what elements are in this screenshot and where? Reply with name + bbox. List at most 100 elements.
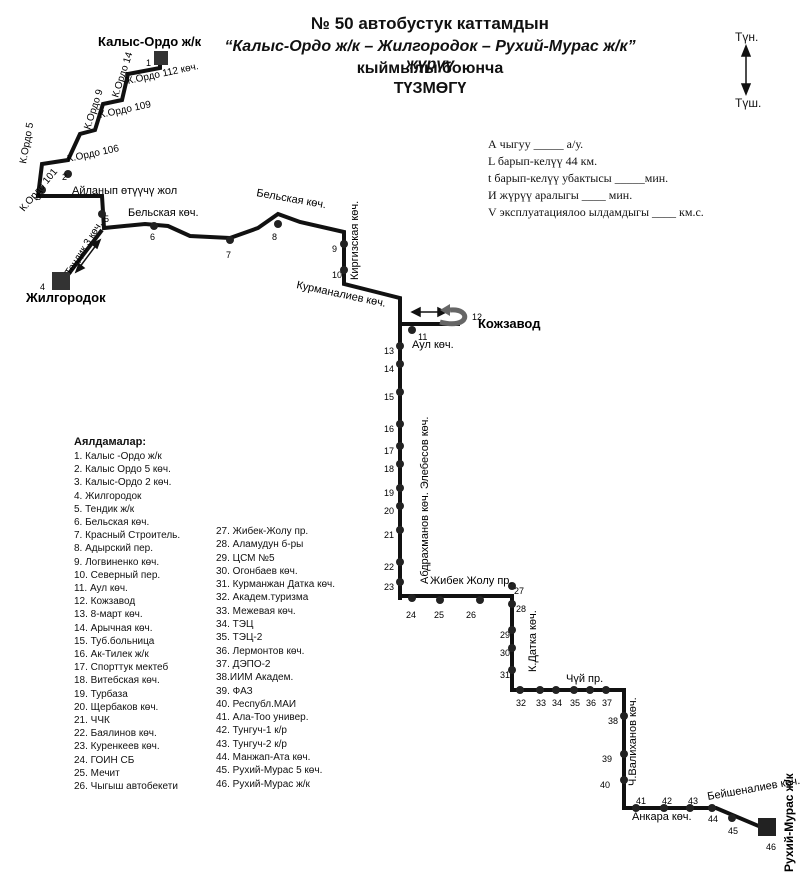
stop-marker — [226, 236, 234, 244]
stop-list-item: 46. Рухий-Мурас ж/к — [216, 778, 310, 790]
stop-marker — [396, 342, 404, 350]
stop-marker — [396, 502, 404, 510]
compass-south-label: Түш. — [735, 96, 762, 110]
stop-number-label: 4 — [40, 282, 45, 292]
stop-list-item: 14. Арычная көч. — [74, 622, 153, 634]
street-elebesov: Абдрахманов көч. Элебесов көч. — [419, 417, 431, 584]
stop-list-item: 8. Адырский пер. — [74, 543, 154, 555]
stop-number-label: 12 — [472, 312, 482, 322]
stop-marker — [508, 582, 516, 590]
stop-number-label: 6 — [150, 232, 155, 242]
info-line-1: А чыгуу _____ а/у. — [488, 137, 584, 151]
stop-number-label: 46 — [766, 842, 776, 852]
stop-number-label: 41 — [636, 796, 646, 806]
stop-number-label: 27 — [514, 586, 524, 596]
stop-number-label: 8 — [272, 232, 277, 242]
stop-list-item: 43. Тунгуч-2 к/р — [216, 738, 287, 750]
stop-number-label: 20 — [384, 506, 394, 516]
compass-arrow-icon — [740, 43, 752, 97]
stop-number-label: 42 — [662, 796, 672, 806]
stop-marker — [570, 686, 578, 694]
direction-arrow-icon — [74, 238, 102, 274]
place-kozhzavod: Кожзавод — [478, 316, 541, 331]
stop-marker — [396, 388, 404, 396]
stop-list-item: 42. Тунгуч-1 к/р — [216, 725, 287, 737]
stop-number-label: 13 — [384, 346, 394, 356]
stop-number-label: 23 — [384, 582, 394, 592]
stop-marker — [620, 712, 628, 720]
stop-list-item: 26. Чыгыш автобекети — [74, 781, 178, 793]
stop-marker — [396, 526, 404, 534]
street-ankara: Анкара көч. — [632, 811, 692, 823]
stop-list-item: 29. ЦСМ №5 — [216, 552, 275, 564]
stop-list-item: 17. Спорттук мектеб — [74, 662, 169, 674]
street-belskaya-2: Бельская көч. — [255, 187, 327, 211]
stop-list-item: 16. Ак-Тилек ж/к — [74, 649, 149, 661]
street-k-ordo-5: К.Ордо 5 — [18, 121, 36, 164]
stop-list-item: 4. Жилгородок — [74, 490, 142, 502]
stop-number-label: 17 — [384, 446, 394, 456]
street-aul: Аул көч. — [412, 339, 454, 351]
stop-list-item: 1. Калыс -Ордо ж/к — [74, 451, 162, 462]
stop-number-label: 22 — [384, 562, 394, 572]
terminal-kalys-ordo — [154, 51, 168, 65]
stop-marker — [660, 804, 668, 812]
stop-marker — [396, 460, 404, 468]
street-ailanyp: Айланып өтүүчү жол — [72, 185, 177, 197]
stop-marker — [396, 360, 404, 368]
stop-number-label: 25 — [434, 610, 444, 620]
stop-number-label: 38 — [608, 716, 618, 726]
route-branch-zhilgorodok — [62, 228, 104, 282]
stop-list-item: 21. ЧЧК — [74, 715, 110, 727]
terminal-rukhiy-muras — [758, 818, 776, 836]
title-line-1: № 50 автобустук каттамдын — [311, 14, 549, 33]
stop-list-item: 11. Аул көч. — [74, 583, 128, 595]
stop-number-label: 16 — [384, 424, 394, 434]
street-valikhanov: Ч.Валиханов көч. — [627, 697, 639, 786]
stop-number-label: 11 — [418, 332, 427, 342]
stop-list-item: 6. Бельская көч. — [74, 517, 150, 529]
stop-number-label: 3 — [36, 192, 41, 202]
street-kurmanaliev: Курманалиев көч. — [295, 279, 387, 310]
street-zhibek: Жибек Жолу пр. — [430, 575, 512, 587]
stop-marker — [586, 686, 594, 694]
stop-number-label: 34 — [552, 698, 562, 708]
stop-number-label: 26 — [466, 610, 476, 620]
stop-list-item: 27. Жибек-Жолу пр. — [216, 526, 309, 537]
stop-number-label: 5 — [104, 214, 109, 224]
stop-number-label: 15 — [384, 392, 394, 402]
stop-number-label: 18 — [384, 464, 394, 474]
stop-number-label: 2 — [62, 172, 67, 182]
stop-list-item: 41. Ала-Тоо универ. — [216, 712, 309, 724]
stop-marker — [728, 814, 736, 822]
info-line-2: L барып-келүү 44 км. — [488, 154, 598, 168]
stop-marker — [686, 804, 694, 812]
stop-marker — [436, 596, 444, 604]
stop-marker — [632, 804, 640, 812]
stop-number-label: 33 — [536, 698, 546, 708]
stop-list-item: 23. Куренкеев көч. — [74, 741, 160, 753]
stop-list-item: 5. Тендик ж/к — [74, 503, 135, 515]
stop-marker — [396, 484, 404, 492]
route-info: А чыгуу _____ а/у. L барып-келүү 44 км. … — [488, 136, 704, 221]
street-belskaya-1: Бельская көч. — [128, 207, 199, 219]
stop-list-item: 37. ДЭПО-2 — [216, 658, 271, 670]
stop-number-label: 32 — [516, 698, 526, 708]
stop-list-item: 40. Республ.МАИ — [216, 698, 297, 710]
stop-marker — [340, 240, 348, 248]
stop-marker — [536, 686, 544, 694]
info-line-4: И жүрүү аралыгы ____ мин. — [488, 188, 633, 202]
stop-list-item: 44. Манжап-Ата көч. — [216, 752, 311, 764]
stop-marker — [64, 170, 72, 178]
stop-list-item: 32. Академ.туризма — [216, 592, 309, 604]
stop-marker — [396, 442, 404, 450]
stop-marker — [476, 596, 484, 604]
stop-list-item: 18. Витебская көч. — [74, 675, 160, 687]
compass-north-label: Түн. — [735, 30, 759, 44]
stop-number-label: 37 — [602, 698, 612, 708]
stop-list-item: 22. Баялинов көч. — [74, 728, 157, 740]
stop-marker — [274, 220, 282, 228]
